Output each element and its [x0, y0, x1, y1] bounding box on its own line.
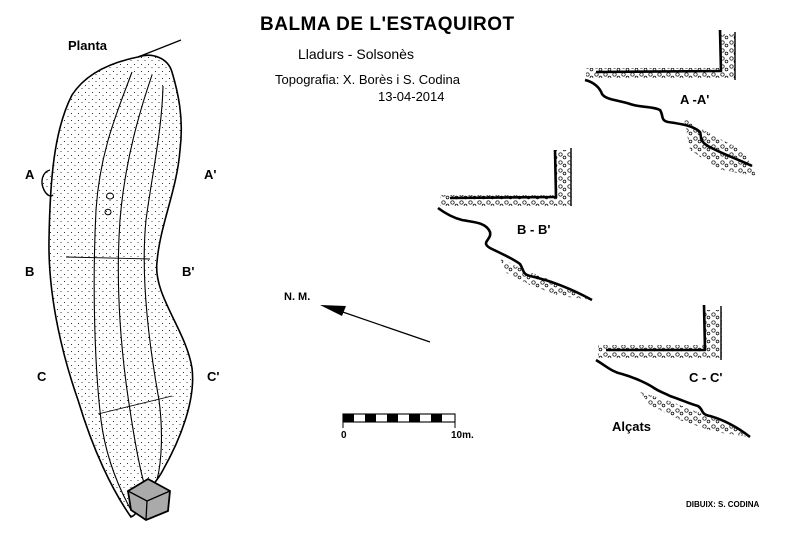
section-aa-profile	[584, 29, 753, 168]
scale-bar	[342, 413, 456, 428]
section-cc-rubble	[598, 310, 722, 358]
section-cc-label: C - C'	[689, 370, 723, 385]
plan-pebble-2	[104, 208, 112, 216]
plan-pebble-1	[106, 192, 114, 200]
plan-outline	[48, 54, 194, 518]
plan-boulder-edge-2	[145, 500, 148, 521]
marker-a-prime: A'	[204, 167, 217, 182]
survey-credits: Topografia: X. Borès i S. Codina	[275, 72, 460, 87]
plan-ledge-3	[143, 85, 164, 481]
marker-b-prime: B'	[182, 264, 195, 279]
marker-a: A	[25, 167, 35, 182]
drawing-credit: DIBUIX: S. CODINA	[686, 500, 760, 509]
marker-c-prime: C'	[207, 369, 220, 384]
north-arrow	[320, 305, 431, 343]
plan-ledge-1	[93, 71, 133, 511]
section-bb-rubble	[440, 150, 572, 206]
section-aa-label: A -A'	[680, 92, 710, 107]
marker-b: B	[25, 264, 35, 279]
section-bb-profile	[437, 149, 593, 302]
plan-ridge	[137, 39, 182, 58]
north-arrow-head	[320, 305, 346, 316]
section-bb-label: B - B'	[517, 222, 551, 237]
map-title: BALMA DE L'ESTAQUIROT	[260, 14, 515, 35]
plan-view	[41, 39, 194, 522]
north-arrow-shaft	[333, 308, 431, 343]
scale-start-label: 0	[341, 430, 347, 441]
plan-section-b-line	[65, 256, 151, 260]
section-cc	[595, 304, 751, 439]
elevations-label: Alçats	[612, 419, 652, 434]
section-aa	[584, 29, 756, 176]
survey-date: 13-04-2014	[378, 89, 445, 104]
section-aa-rubble	[586, 34, 735, 78]
section-cc-profile	[595, 304, 751, 439]
location-subtitle: Lladurs - Solsonès	[298, 46, 414, 62]
marker-c: C	[37, 369, 47, 384]
plan-section-c-line	[97, 395, 173, 415]
section-bb	[437, 148, 593, 302]
section-cc-rubble-base	[640, 392, 750, 437]
plan-label: Planta	[68, 38, 108, 53]
section-aa-rubble-base	[684, 118, 756, 176]
north-label: N. M.	[284, 291, 311, 303]
plan-ledge-2	[117, 74, 153, 497]
plan-alcove	[41, 169, 54, 197]
scale-end-label: 10m.	[451, 430, 474, 441]
